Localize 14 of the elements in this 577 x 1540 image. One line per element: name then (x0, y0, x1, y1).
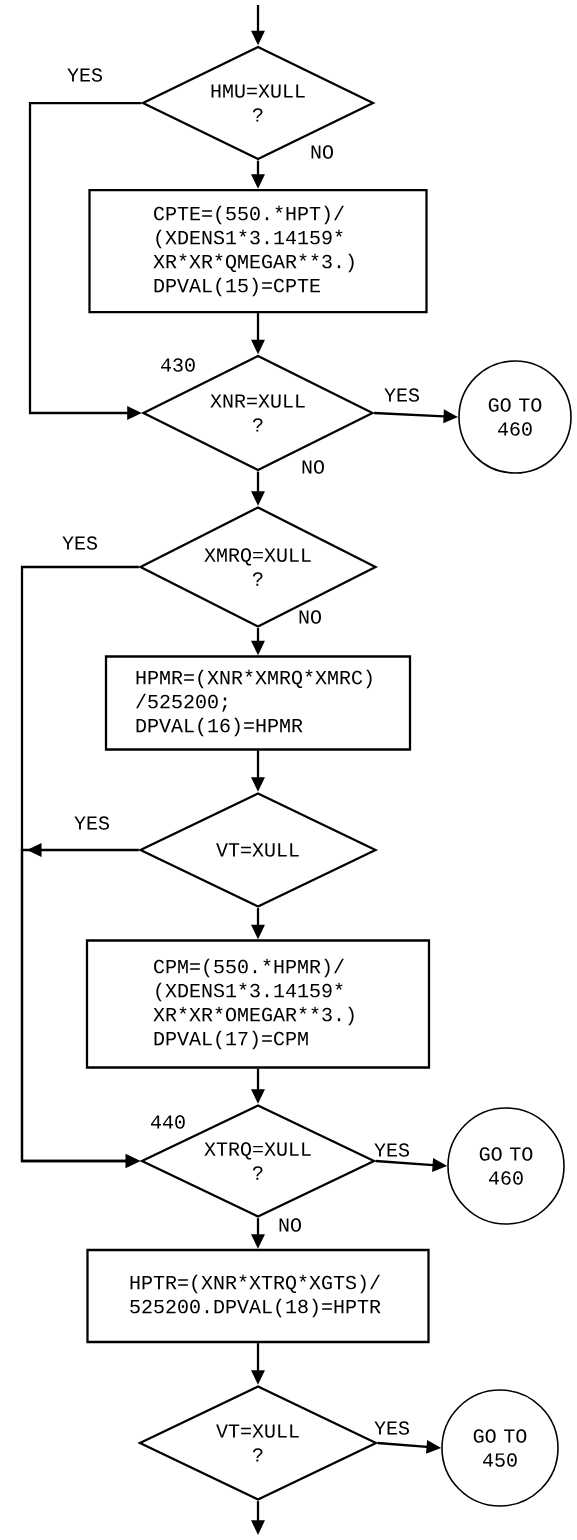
process-box: HPTR=(XNR*XTRQ*XGTS)/ 525200.DPVAL(18)=HPTR (86, 1248, 430, 1344)
edge-label: YES (65, 66, 105, 84)
edge-label: YES (72, 814, 112, 832)
edge-label: YES (382, 386, 422, 404)
edge-label: YES (60, 534, 100, 552)
step-number: 440 (151, 1115, 185, 1129)
edge-label: NO (276, 1216, 304, 1234)
process-box: CPM=(550.*HPMR)/ (XDENS1*3.14159* XR*XR*OMEGAR**3.) DPVAL(17)=CPM (85, 939, 431, 1069)
process-box: CPTE=(550.*HPT)/ (XDENS1*3.14159* XR*XR*QMEGAR**3.) DPVAL(15)=CPTE (88, 188, 428, 314)
arrow (28, 101, 142, 420)
process-box: HPMR=(XNR*XMRQ*XMRC) /525200; DPVAL(16)=HPMR (104, 655, 412, 751)
edge-label: NO (308, 143, 336, 161)
edge-label: NO (296, 608, 324, 626)
step-number: 430 (161, 358, 195, 372)
